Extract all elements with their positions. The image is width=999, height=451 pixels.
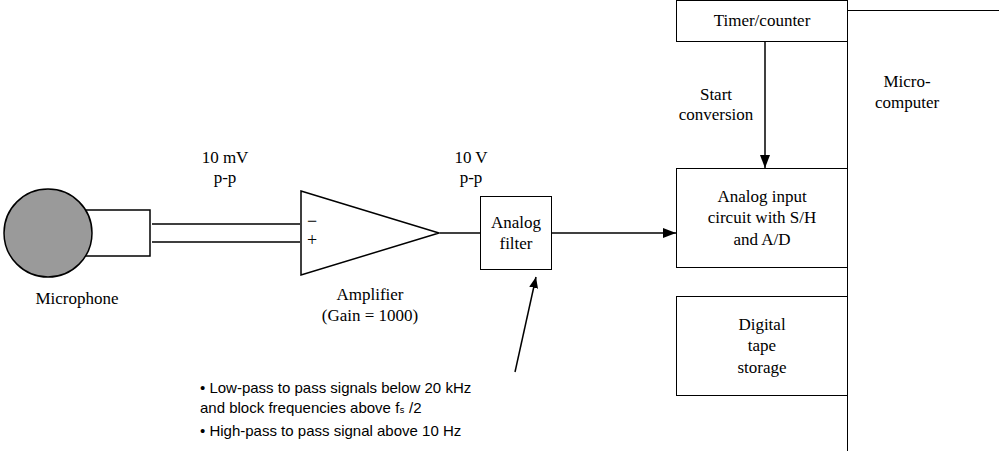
signal-connector (552, 232, 676, 234)
analog-input-box: Analog input circuit with S/H and A/D (676, 168, 848, 268)
tape-storage-box: Digital tape storage (676, 296, 848, 396)
amplifier-outline (301, 191, 439, 275)
amplifier-label: Amplifier (Gain = 1000) (318, 284, 422, 327)
microphone-label: Microphone (35, 288, 118, 309)
timer-box: Timer/counter (676, 0, 848, 42)
signal-connector (440, 232, 480, 234)
computer-box: Micro- computer (847, 10, 999, 451)
analog-input-label: Analog input circuit with S/H and A/D (702, 186, 822, 250)
connector-label: Start conversion (675, 85, 757, 126)
microphone-head (4, 189, 92, 277)
signal-level: 10 V p-p (448, 148, 494, 189)
design-note: • Low-pass to pass signals below 20 kHz … (200, 378, 500, 419)
microphone-node: Microphone (2, 186, 152, 280)
amplifier-triangle (300, 190, 440, 276)
signal-level: 10 mV p-p (197, 148, 253, 189)
input-sign: + (305, 231, 319, 249)
amplifier-node: Amplifier (Gain = 1000) (300, 190, 440, 276)
filter-label: Analog filter (487, 212, 545, 255)
timer-label: Timer/counter (714, 10, 811, 31)
filter-box: Analog filter (480, 196, 552, 270)
signal-connector (152, 224, 300, 242)
signal-connector (764, 42, 766, 168)
microphone-icon (2, 186, 152, 280)
leader-arrow (515, 277, 536, 372)
tape-storage-label: Digital tape storage (730, 314, 794, 378)
input-sign: − (305, 212, 319, 230)
computer-label: Micro- computer (862, 71, 952, 114)
design-note: • High-pass to pass signal above 10 Hz (200, 421, 500, 441)
